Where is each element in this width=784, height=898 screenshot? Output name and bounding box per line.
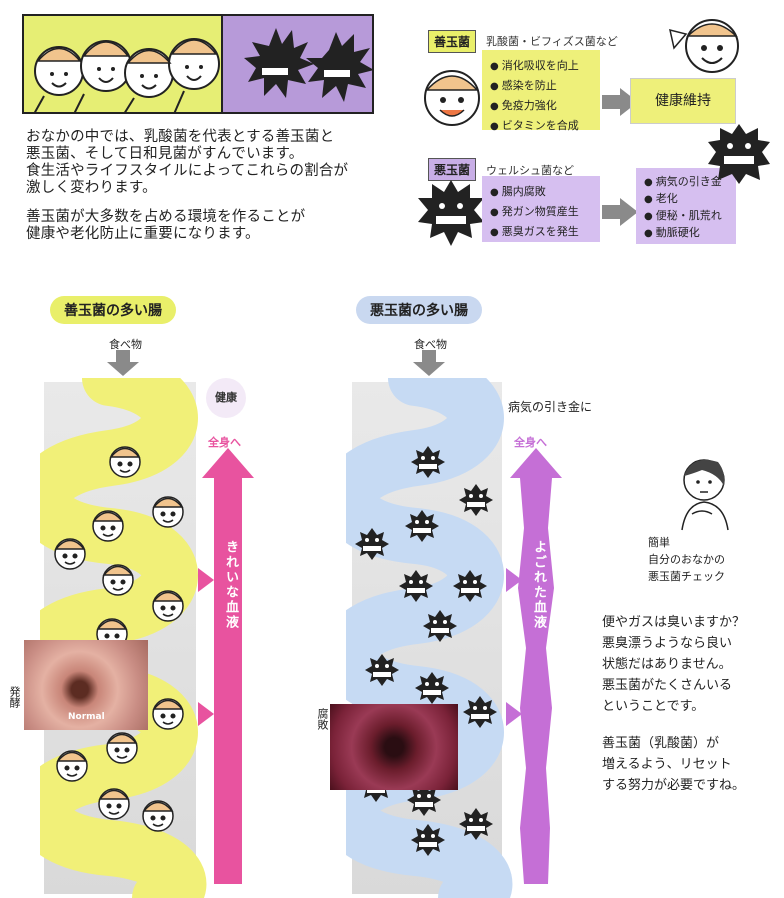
- bad-bacteria-tag: 悪玉菌: [428, 158, 477, 181]
- to-body-label: 全身へ: [208, 436, 241, 449]
- bad-gut-intestine: [346, 378, 513, 898]
- disease-trigger-label: 病気の引き金に: [508, 400, 593, 414]
- bad-bacteria-corner-icon: [708, 124, 770, 184]
- bad-bacteria-face-icon: [418, 180, 484, 246]
- advice-line: ということです。: [602, 699, 705, 714]
- putrefaction-label: 腐敗: [316, 708, 329, 730]
- bad-gut-title: 悪玉菌の多い腸: [356, 296, 482, 324]
- food-label: 食べ物: [109, 338, 142, 351]
- intro-illustration-banner: [22, 14, 374, 114]
- good-bacteria-face-icon: [424, 70, 480, 126]
- normal-endoscope-photo: Normal: [24, 640, 148, 730]
- arrow-right-icon: [602, 198, 638, 226]
- good-result-box: 健康維持: [630, 78, 736, 124]
- thinking-person-icon: [681, 459, 729, 531]
- good-effect-item: 消化吸収を向上: [490, 56, 592, 76]
- good-effects-box: 消化吸収を向上 感染を防止 免疫力強化 ビタミンを合成: [482, 50, 600, 132]
- clean-blood-text: きれいな血液: [223, 540, 238, 630]
- bad-effects-box: 腸内腐敗 発ガン物質産生 悪臭ガスを発生: [482, 176, 600, 242]
- good-gut-title: 善玉菌の多い腸: [50, 296, 176, 324]
- advice-line: 増えるよう、リセット: [602, 757, 732, 772]
- bad-result-item: 病気の引き金: [644, 174, 728, 191]
- bad-result-item: 便秘・肌荒れ: [644, 208, 728, 225]
- bad-effect-item: 発ガン物質産生: [490, 202, 592, 222]
- intro-line: 食生活やライフスタイルによってこれらの割合が: [26, 163, 349, 179]
- fermentation-label: 発酵: [8, 686, 21, 708]
- check-line: 簡単: [648, 536, 670, 549]
- advice-text: 便やガスは臭いますか？ 悪臭漂うようなら良い 状態だはありません。 悪玉菌がたく…: [602, 612, 782, 796]
- happy-face-icon: [669, 19, 739, 73]
- advice-line: 悪臭漂うようなら良い: [602, 636, 733, 651]
- advice-line: 善玉菌（乳酸菌）が: [602, 736, 720, 751]
- bad-bacteria-faces: [355, 446, 497, 856]
- good-bacteria-tag: 善玉菌: [428, 30, 477, 53]
- advice-line: する努力が必要ですね。: [602, 778, 746, 793]
- good-effect-item: ビタミンを合成: [490, 116, 592, 136]
- bad-result-item: 動脈硬化: [644, 225, 728, 242]
- intro-line: 健康や老化防止に重要になります。: [26, 226, 260, 242]
- bad-effect-item: 腸内腐敗: [490, 182, 592, 202]
- self-check-heading: 簡単 自分のおなかの 悪玉菌チェック: [648, 534, 725, 585]
- intro-line: 悪玉菌、そして日和見菌がすんでいます。: [26, 146, 304, 162]
- good-effect-item: 感染を防止: [490, 76, 592, 96]
- bad-bacteria-sub: ウェルシュ菌など: [486, 164, 574, 177]
- advice-line: 便やガスは臭いますか？: [602, 615, 746, 630]
- intro-line: おなかの中では、乳酸菌を代表とする善玉菌と: [26, 129, 335, 145]
- arrow-down-icon: [107, 350, 139, 376]
- good-bacteria-sub: 乳酸菌・ビフィズス菌など: [486, 35, 618, 48]
- check-line: 悪玉菌チェック: [648, 570, 725, 583]
- intro-line: 善玉菌が大多数を占める環境を作ることが: [26, 209, 306, 225]
- bad-results-box: 病気の引き金 老化 便秘・肌荒れ 動脈硬化: [636, 168, 736, 244]
- check-line: 自分のおなかの: [648, 553, 725, 566]
- photo-caption: Normal: [68, 712, 105, 722]
- advice-line: 状態だはありません。: [602, 657, 732, 672]
- intro-text: おなかの中では、乳酸菌を代表とする善玉菌と 悪玉菌、そして日和見菌がすんでいます…: [26, 129, 386, 243]
- good-effect-item: 免疫力強化: [490, 96, 592, 116]
- advice-line: 悪玉菌がたくさんいる: [602, 678, 733, 693]
- good-bacteria-group-icon: [33, 16, 372, 112]
- arrow-down-icon: [413, 350, 445, 376]
- bad-result-item: 老化: [644, 191, 728, 208]
- food-label: 食べ物: [414, 338, 447, 351]
- to-body-label: 全身へ: [514, 436, 547, 449]
- dirty-blood-arrow: [506, 448, 562, 884]
- bad-effect-item: 悪臭ガスを発生: [490, 222, 592, 242]
- health-badge: 健康: [206, 378, 246, 418]
- putrefaction-endoscope-photo: [330, 704, 458, 790]
- intro-line: 激しく変わります。: [26, 180, 157, 196]
- clean-blood-arrow: [198, 448, 254, 884]
- dirty-blood-text: よごれた血液: [531, 540, 546, 630]
